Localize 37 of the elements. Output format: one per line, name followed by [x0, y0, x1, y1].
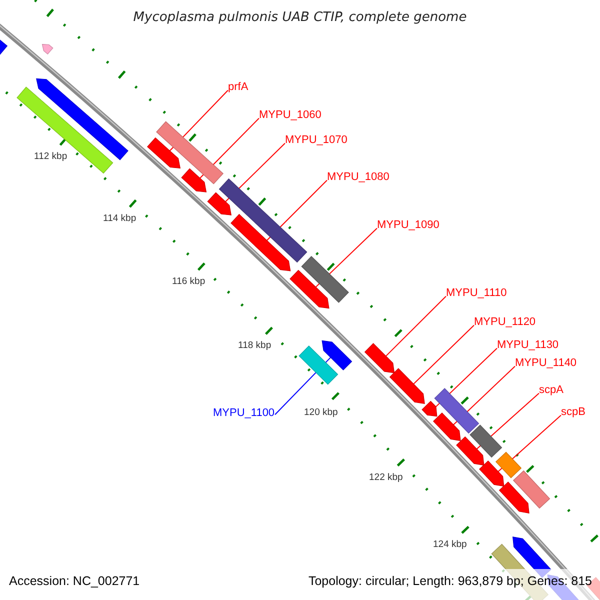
scale-label: 118 kbp	[238, 341, 272, 350]
title: Mycoplasma pulmonis UAB CTIP, complete genome	[132, 11, 468, 24]
gene-feature	[181, 168, 207, 192]
gene-feature	[290, 270, 330, 309]
gene-feature	[479, 460, 504, 487]
gene-label: prfA	[228, 82, 248, 93]
gene-feature	[456, 436, 484, 466]
scale-label: 122 kbp	[369, 473, 403, 482]
gene-feature	[230, 214, 291, 272]
gene-feature	[433, 412, 461, 442]
gene-label: MYPU_1060	[259, 110, 322, 121]
gene-label: MYPU_1090	[377, 220, 440, 231]
gene-label: MYPU_1120	[474, 317, 536, 328]
gene-label: MYPU_1100	[213, 408, 275, 419]
gene-label: scpB	[561, 407, 586, 418]
gene-feature	[207, 192, 232, 216]
gene-label: MYPU_1130	[497, 340, 559, 351]
footer-text: Topology: circular; Length: 963,879 bp; Genes: 815	[308, 575, 592, 588]
gene-feature	[422, 400, 438, 417]
scale-label: 124 kbp	[433, 540, 467, 550]
gene-label: MYPU_1110	[446, 288, 507, 299]
scale-label: 116 kbp	[172, 277, 206, 286]
gene-feature	[147, 137, 181, 169]
footer-text: Accession: NC_002771	[9, 575, 140, 588]
leader-line	[413, 324, 474, 384]
scale-label: 112 kbp	[34, 152, 68, 162]
gene-feature	[322, 340, 352, 370]
gene-label: MYPU_1080	[327, 172, 390, 183]
gene-feature	[498, 482, 530, 514]
gene-label: MYPU_1070	[285, 135, 348, 146]
gene-feature	[389, 368, 425, 404]
gene-label: scpA	[539, 385, 564, 396]
scale-label: 120 kbp	[304, 408, 338, 418]
leader-line	[385, 296, 446, 357]
gene-label: MYPU_1140	[515, 358, 577, 369]
scale-label: 114 kbp	[103, 214, 136, 224]
gene-feature	[364, 343, 395, 374]
